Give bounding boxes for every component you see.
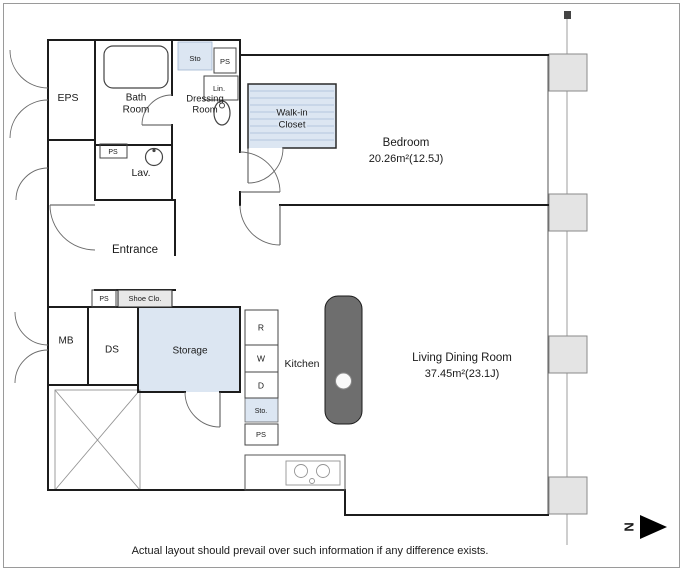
- pillar-4: [548, 476, 588, 515]
- linen-box: [203, 75, 239, 101]
- kitchen-counter: [244, 454, 346, 491]
- storage-door-arc: [184, 391, 221, 428]
- void-cross-lines: [54, 389, 141, 491]
- balcony-structure: [547, 11, 588, 545]
- bedroom-door-arc: [239, 151, 281, 193]
- label-shoe-closet: Shoe Clo.: [129, 294, 162, 303]
- lav-faucet: [152, 148, 156, 153]
- disclaimer-text: Actual layout should prevail over such i…: [132, 545, 489, 557]
- small-labels: Sto PS Lin. PS PS Shoe Clo. R W D Sto. P…: [99, 54, 267, 439]
- walkin-closet-hatch: [250, 90, 334, 141]
- label-dryer: D: [258, 380, 264, 390]
- dressing-basin-tap: [219, 102, 225, 109]
- label-bath-1: Bath: [126, 93, 147, 104]
- bathtub: [103, 45, 169, 89]
- shoe-closet-box: [117, 289, 173, 308]
- label-ds: DS: [105, 345, 119, 356]
- label-eps: EPS: [57, 92, 78, 104]
- label-walkin-1: Walk-in: [276, 108, 307, 119]
- pillar-3: [548, 335, 588, 374]
- hatch-lines: [250, 90, 334, 141]
- label-washer: W: [257, 353, 265, 363]
- burner-small: [309, 478, 315, 484]
- label-dressing-1: Dressing: [186, 94, 224, 105]
- label-dressing-2: Room: [192, 105, 217, 116]
- bath-door-arc: [141, 94, 173, 126]
- storage-room-fill: [139, 308, 240, 392]
- page-border: [3, 3, 680, 568]
- burner-left: [294, 464, 308, 478]
- interior-walls: [47, 39, 549, 393]
- label-sto-top: Sto: [189, 54, 200, 63]
- wall-section-mark: [564, 11, 571, 19]
- pillar-2: [548, 193, 588, 232]
- door-leaves: [50, 124, 281, 427]
- label-ldr: Living Dining Room: [412, 352, 512, 364]
- dryer-box: [244, 371, 279, 399]
- entrance-door-arc: [49, 204, 96, 251]
- utility-boxes: [91, 47, 279, 446]
- mb-door-arc-bottom: [14, 349, 49, 384]
- label-ps-entrance: PS: [99, 296, 109, 303]
- lav-side-door-arc: [15, 167, 49, 201]
- label-mb: MB: [59, 336, 74, 347]
- void-hatched-area: [54, 389, 141, 491]
- compass-letter: N: [622, 522, 637, 531]
- room-labels: EPS Bath Room Dressing Room Walk-in Clos…: [57, 92, 511, 380]
- compass: N: [622, 515, 667, 539]
- mb-door-arc-top: [14, 311, 49, 346]
- kitchen-island: [324, 295, 363, 425]
- dressing-basin: [213, 100, 231, 126]
- cooktop: [285, 460, 341, 486]
- label-bath-2: Room: [123, 105, 150, 116]
- label-ps-lav: PS: [108, 149, 118, 156]
- label-lin: Lin.: [213, 84, 225, 93]
- shaded-rooms: [139, 41, 336, 423]
- compass-arrow-icon: [640, 515, 667, 539]
- living-door-arc: [239, 204, 281, 246]
- ps-entrance-box: [91, 289, 117, 308]
- label-bedroom: Bedroom: [383, 137, 430, 149]
- ps-kitchen-box: [244, 423, 279, 446]
- wall-walkin-closet: [247, 83, 337, 149]
- pillar-1: [548, 53, 588, 92]
- label-entrance: Entrance: [112, 244, 158, 256]
- wall-entrance: [94, 199, 176, 256]
- label-ldr-area: 37.45m²(23.1J): [425, 368, 500, 380]
- burner-right: [316, 464, 330, 478]
- walkin-door-arc: [247, 147, 284, 184]
- label-bedroom-area: 20.26m²(12.5J): [369, 153, 444, 165]
- lav-sink: [144, 147, 164, 167]
- door-swing-arcs: [9, 49, 284, 428]
- label-lav: Lav.: [131, 167, 150, 179]
- fixtures: [103, 45, 363, 491]
- ps-top-box: [213, 47, 237, 74]
- ps-lav-box: [99, 143, 128, 159]
- label-sto-kitchen: Sto.: [255, 408, 268, 415]
- label-walkin-2: Closet: [279, 120, 306, 131]
- sto-top-room-fill: [177, 41, 213, 71]
- eps-door-arc-bottom: [9, 99, 49, 139]
- label-storage: Storage: [172, 346, 207, 357]
- eps-door-arc-top: [9, 49, 49, 89]
- label-fridge: R: [258, 322, 264, 332]
- label-ps-kitchen: PS: [256, 430, 266, 439]
- label-kitchen: Kitchen: [284, 358, 319, 370]
- island-sink: [335, 372, 352, 390]
- walkin-closet-fill: [248, 84, 336, 148]
- label-ps-top: PS: [220, 57, 230, 66]
